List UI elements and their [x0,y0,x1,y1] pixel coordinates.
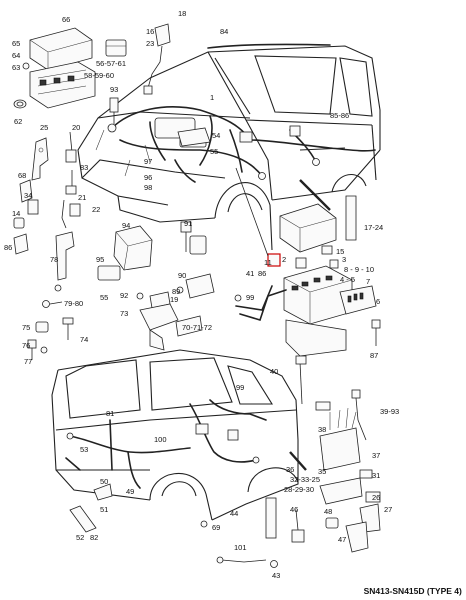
callout-94: 94 [122,221,130,230]
callout-41: 41 [246,269,254,278]
callout-20: 20 [72,123,80,132]
callout-3: 3 [342,255,346,264]
left-bracket-parts [13,131,81,360]
callout-68: 68 [18,171,26,180]
callout-69: 69 [212,523,220,532]
callout-46: 46 [290,505,298,514]
callout-55b: 55 [100,293,108,302]
callout-56-57-61: 56-57-61 [96,59,126,68]
center-module-parts [97,221,242,351]
callout-99: 99 [246,293,254,302]
callout-81: 81 [106,409,114,418]
callout-92: 92 [120,291,128,300]
callout-22: 22 [92,205,100,214]
callout-64: 64 [12,51,20,60]
callout-101: 101 [234,543,247,552]
callout-8-9-10: 8 - 9 - 10 [344,265,374,274]
callout-90: 90 [178,271,186,280]
callout-40: 40 [270,367,278,376]
callout-44: 44 [230,509,238,518]
callout-35: 35 [318,467,326,476]
callout-53: 53 [80,445,88,454]
front-vehicle-body [77,45,381,251]
callout-58-59-60: 58-59-60 [84,71,114,80]
callout-66: 66 [62,15,70,24]
callout-7: 7 [366,277,370,286]
callout-26: 26 [372,493,380,502]
callout-79-80: 79-80 [64,299,83,308]
callout-62: 62 [14,117,22,126]
callout-16: 16 [146,27,154,36]
callout-70-71-72: 70-71-72 [182,323,212,332]
callout-31: 31 [372,471,380,480]
callout-17-24: 17-24 [364,223,383,232]
callout-labels: 66 65 64 63 18 84 16 23 56-57-61 58-59-6… [4,9,399,580]
callout-98: 98 [144,183,152,192]
callout-63: 63 [12,63,20,72]
callout-87: 87 [370,351,378,360]
callout-49: 49 [126,487,134,496]
callout-83: 83 [80,163,88,172]
callout-11: 11 [264,258,272,267]
fuse-box-parts [235,167,381,405]
callout-89: 89 [172,287,180,296]
callout-6: 6 [376,297,380,306]
callout-50: 50 [100,477,108,486]
callout-2: 2 [282,255,286,264]
callout-65: 65 [12,39,20,48]
callout-27: 27 [384,505,392,514]
callout-77: 77 [24,357,32,366]
callout-37: 37 [372,451,380,460]
callout-19: 19 [170,295,178,304]
diagram-caption: SN413-SN415D (TYPE 4) [364,586,462,596]
callout-96: 96 [144,173,152,182]
callout-97: 97 [144,157,152,166]
callout-78: 78 [50,255,58,264]
callout-86b: 86 [258,269,266,278]
callout-43: 43 [272,571,280,580]
callout-25: 25 [40,123,48,132]
callout-76: 76 [22,341,30,350]
callout-100: 100 [154,435,167,444]
callout-4-5: 4 - 5 [340,275,355,284]
rear-wiring-harness [65,399,307,489]
callout-99b: 99 [236,383,244,392]
callout-36: 36 [286,465,294,474]
callout-48: 48 [324,507,332,516]
callout-1: 1 [210,93,214,102]
callout-93: 93 [110,85,118,94]
callout-75: 75 [22,323,30,332]
callout-91: 91 [184,219,192,228]
callout-14: 14 [12,209,20,218]
callout-52: 52 [76,533,84,542]
callout-54: 54 [212,131,220,140]
callout-28-29-30: 28-29-30 [284,485,314,494]
callout-38: 38 [318,425,326,434]
callout-85-86: 85-86 [330,111,349,120]
callout-23: 23 [146,39,154,48]
callout-74: 74 [80,335,88,344]
callout-18: 18 [178,9,186,18]
callout-55: 55 [210,147,218,156]
bottom-right-parts [69,389,381,568]
callout-73: 73 [120,309,128,318]
callout-15: 15 [336,247,344,256]
callout-47: 47 [338,535,346,544]
relay-box-parts [13,23,211,147]
callout-86: 86 [4,243,12,252]
callout-32-33-25: 32-33-25 [290,475,320,484]
callout-95: 95 [96,255,104,264]
callout-51: 51 [100,505,108,514]
callout-84: 84 [220,27,228,36]
callout-34: 34 [24,191,32,200]
rear-vehicle-body [51,349,299,521]
callout-21: 21 [78,193,86,202]
callout-39-93: 39-93 [380,407,399,416]
callout-82: 82 [90,533,98,542]
